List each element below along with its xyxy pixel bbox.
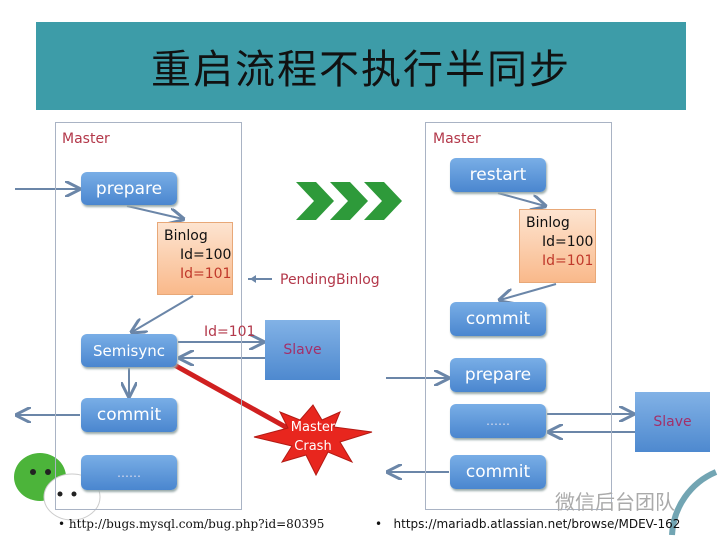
- right-ellipsis-box: ……: [450, 404, 546, 438]
- left-commit-box: commit: [81, 398, 177, 432]
- binlog-id-101: Id=101: [180, 266, 232, 282]
- slide-title: 重启流程不执行半同步: [151, 47, 571, 93]
- binlog-id-100: Id=100: [180, 247, 232, 263]
- binlog-id-100: Id=100: [542, 234, 594, 250]
- chevron-arrows-icon: [296, 182, 402, 220]
- pending-binlog-label: PendingBinlog: [280, 272, 380, 288]
- watermark: 微信后台团队: [555, 490, 675, 514]
- right-commit-box-1: commit: [450, 302, 546, 336]
- link-text[interactable]: http://bugs.mysql.com/bug.php?id=80395: [68, 517, 325, 531]
- left-prepare-box: prepare: [81, 172, 177, 205]
- right-binlog-box: Binlog Id=100 Id=101: [519, 209, 596, 283]
- right-commit-box-2: commit: [450, 455, 546, 489]
- link-text[interactable]: https://mariadb.atlassian.net/browse/MDE…: [393, 517, 681, 531]
- title-banner: 重启流程不执行半同步: [36, 22, 686, 110]
- left-master-label: Master: [62, 131, 110, 147]
- right-slave-box: Slave: [635, 392, 710, 452]
- crash-line-1: Master: [290, 420, 336, 435]
- left-ellipsis-box: ……: [81, 455, 177, 490]
- left-master-frame: [55, 122, 242, 510]
- binlog-title: Binlog: [164, 228, 208, 244]
- footer-link-mariadb[interactable]: • https://mariadb.atlassian.net/browse/M…: [375, 517, 681, 531]
- binlog-id-101: Id=101: [542, 253, 594, 269]
- left-slave-box: Slave: [265, 320, 340, 380]
- footer-link-mysql[interactable]: • http://bugs.mysql.com/bug.php?id=80395: [58, 517, 325, 531]
- seal-watermark-icon: [669, 469, 718, 536]
- right-restart-box: restart: [450, 158, 546, 192]
- binlog-title: Binlog: [526, 215, 570, 231]
- left-binlog-box: Binlog Id=100 Id=101: [157, 222, 233, 295]
- send-id-label: Id=101: [204, 324, 256, 340]
- right-master-label: Master: [433, 131, 481, 147]
- right-master-frame: [425, 122, 612, 510]
- crash-line-2: Crash: [294, 439, 332, 454]
- crash-star-icon: [253, 404, 373, 477]
- right-prepare-box: prepare: [450, 358, 546, 392]
- left-semisync-box: Semisync: [81, 334, 177, 367]
